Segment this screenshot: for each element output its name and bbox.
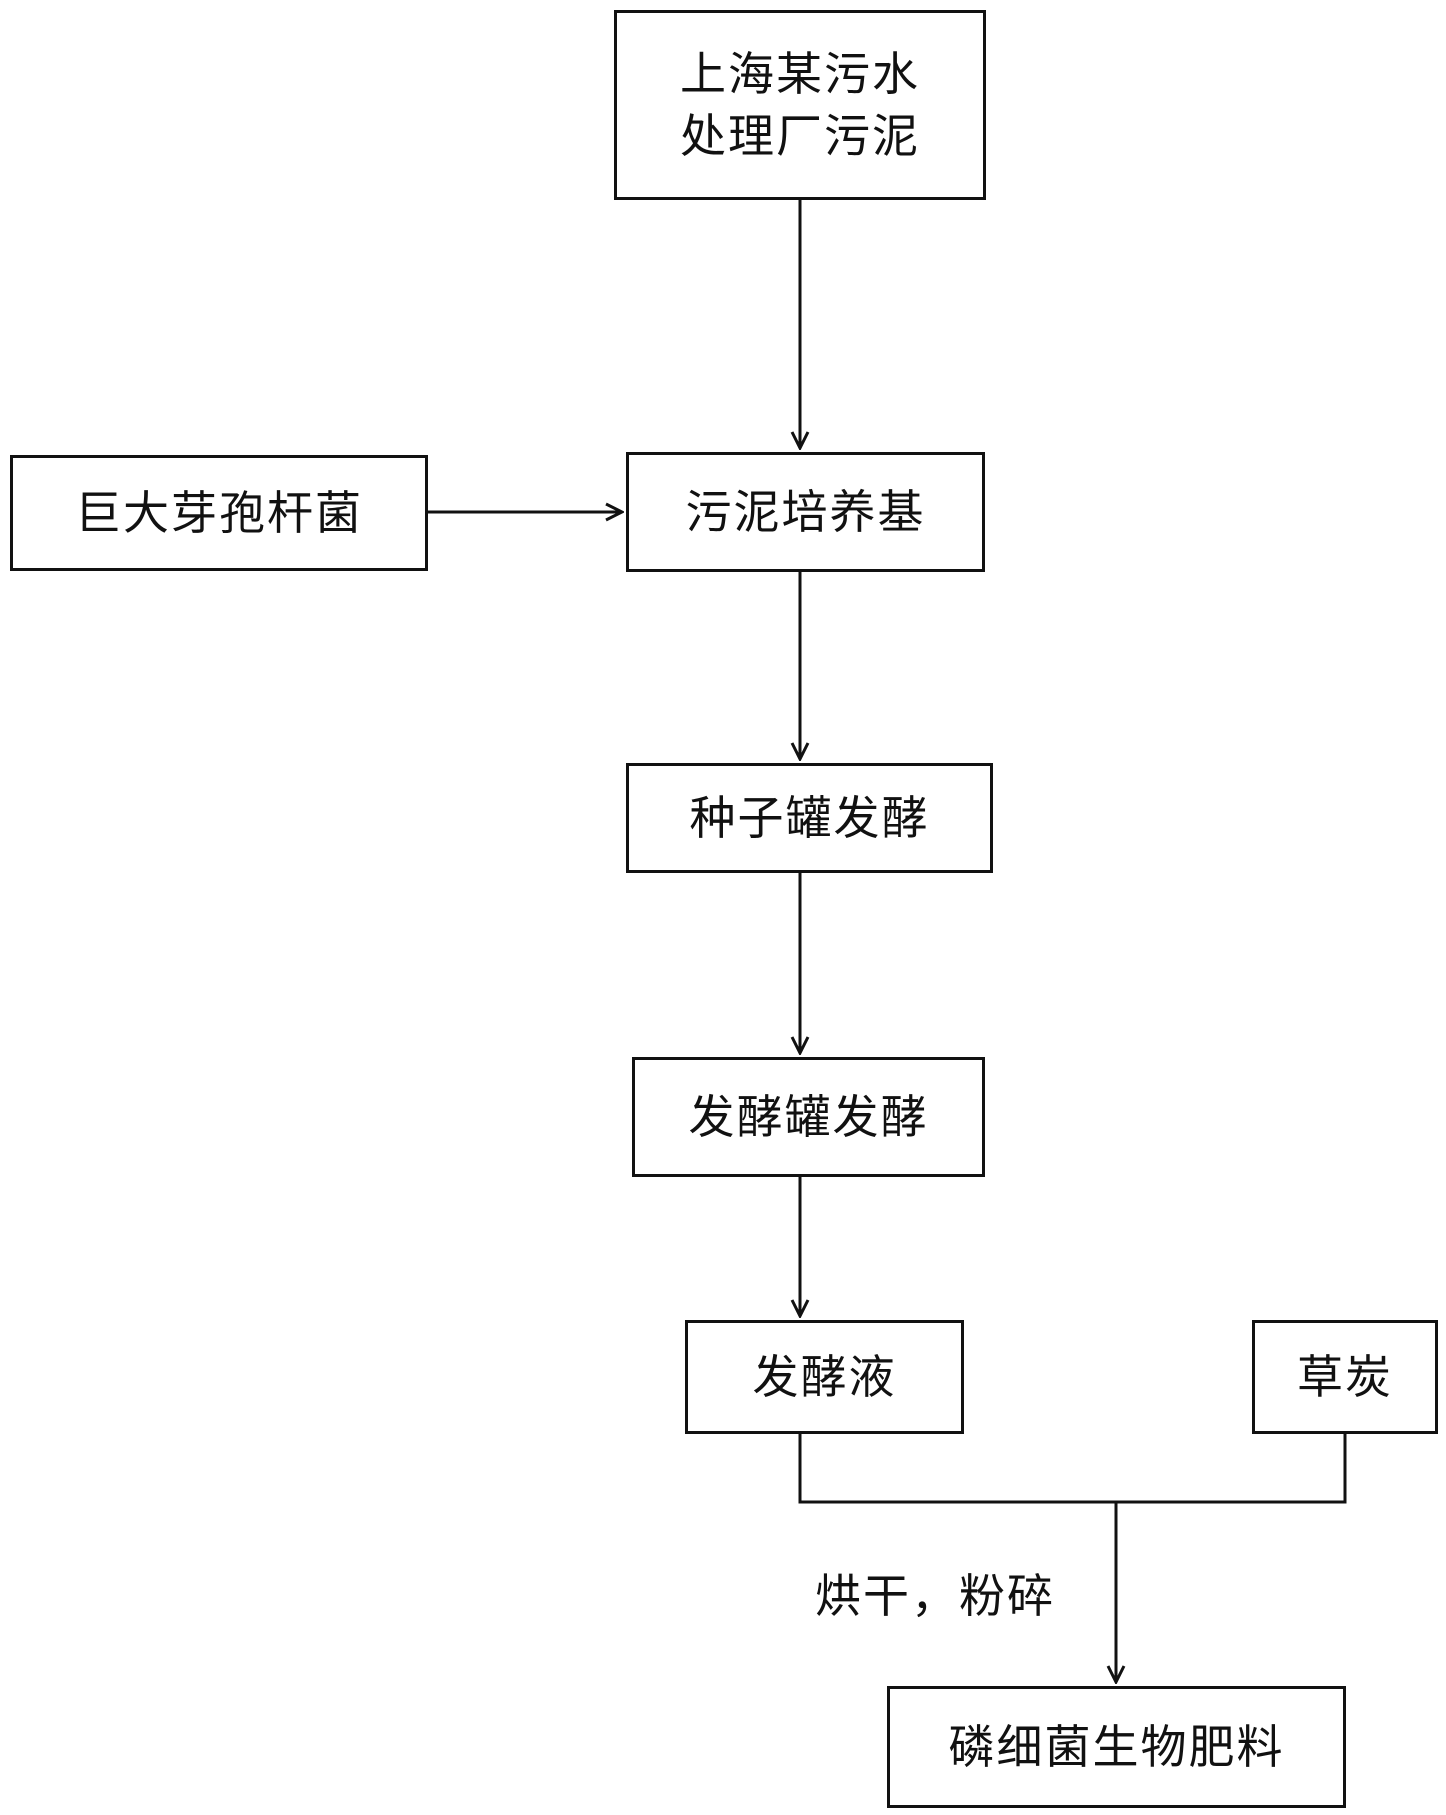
node-broth-label: 发酵液 bbox=[752, 1349, 897, 1404]
node-seed-tank: 种子罐发酵 bbox=[626, 763, 993, 873]
node-sludge-medium: 污泥培养基 bbox=[626, 452, 985, 572]
node-sludge-source: 上海某污水 处理厂污泥 bbox=[614, 10, 986, 200]
node-fertilizer-label: 磷细菌生物肥料 bbox=[948, 1719, 1285, 1774]
node-fertilizer: 磷细菌生物肥料 bbox=[887, 1686, 1346, 1808]
node-bacillus-label: 巨大芽孢杆菌 bbox=[75, 485, 363, 540]
node-sludge-source-line1: 上海某污水 bbox=[680, 46, 920, 101]
node-peat-label: 草炭 bbox=[1297, 1349, 1393, 1404]
node-bacillus: 巨大芽孢杆菌 bbox=[10, 455, 428, 571]
node-fermenter: 发酵罐发酵 bbox=[632, 1057, 985, 1177]
node-fermenter-label: 发酵罐发酵 bbox=[688, 1089, 929, 1144]
node-sludge-medium-label: 污泥培养基 bbox=[685, 484, 926, 539]
node-seed-tank-label: 种子罐发酵 bbox=[689, 790, 930, 845]
edge-merge-connector bbox=[798, 1434, 1347, 1504]
node-sludge-source-line2: 处理厂污泥 bbox=[680, 109, 920, 163]
node-peat: 草炭 bbox=[1252, 1320, 1438, 1434]
node-broth: 发酵液 bbox=[685, 1320, 964, 1434]
edge-label-dry-crush: 烘干，粉碎 bbox=[815, 1569, 1055, 1623]
